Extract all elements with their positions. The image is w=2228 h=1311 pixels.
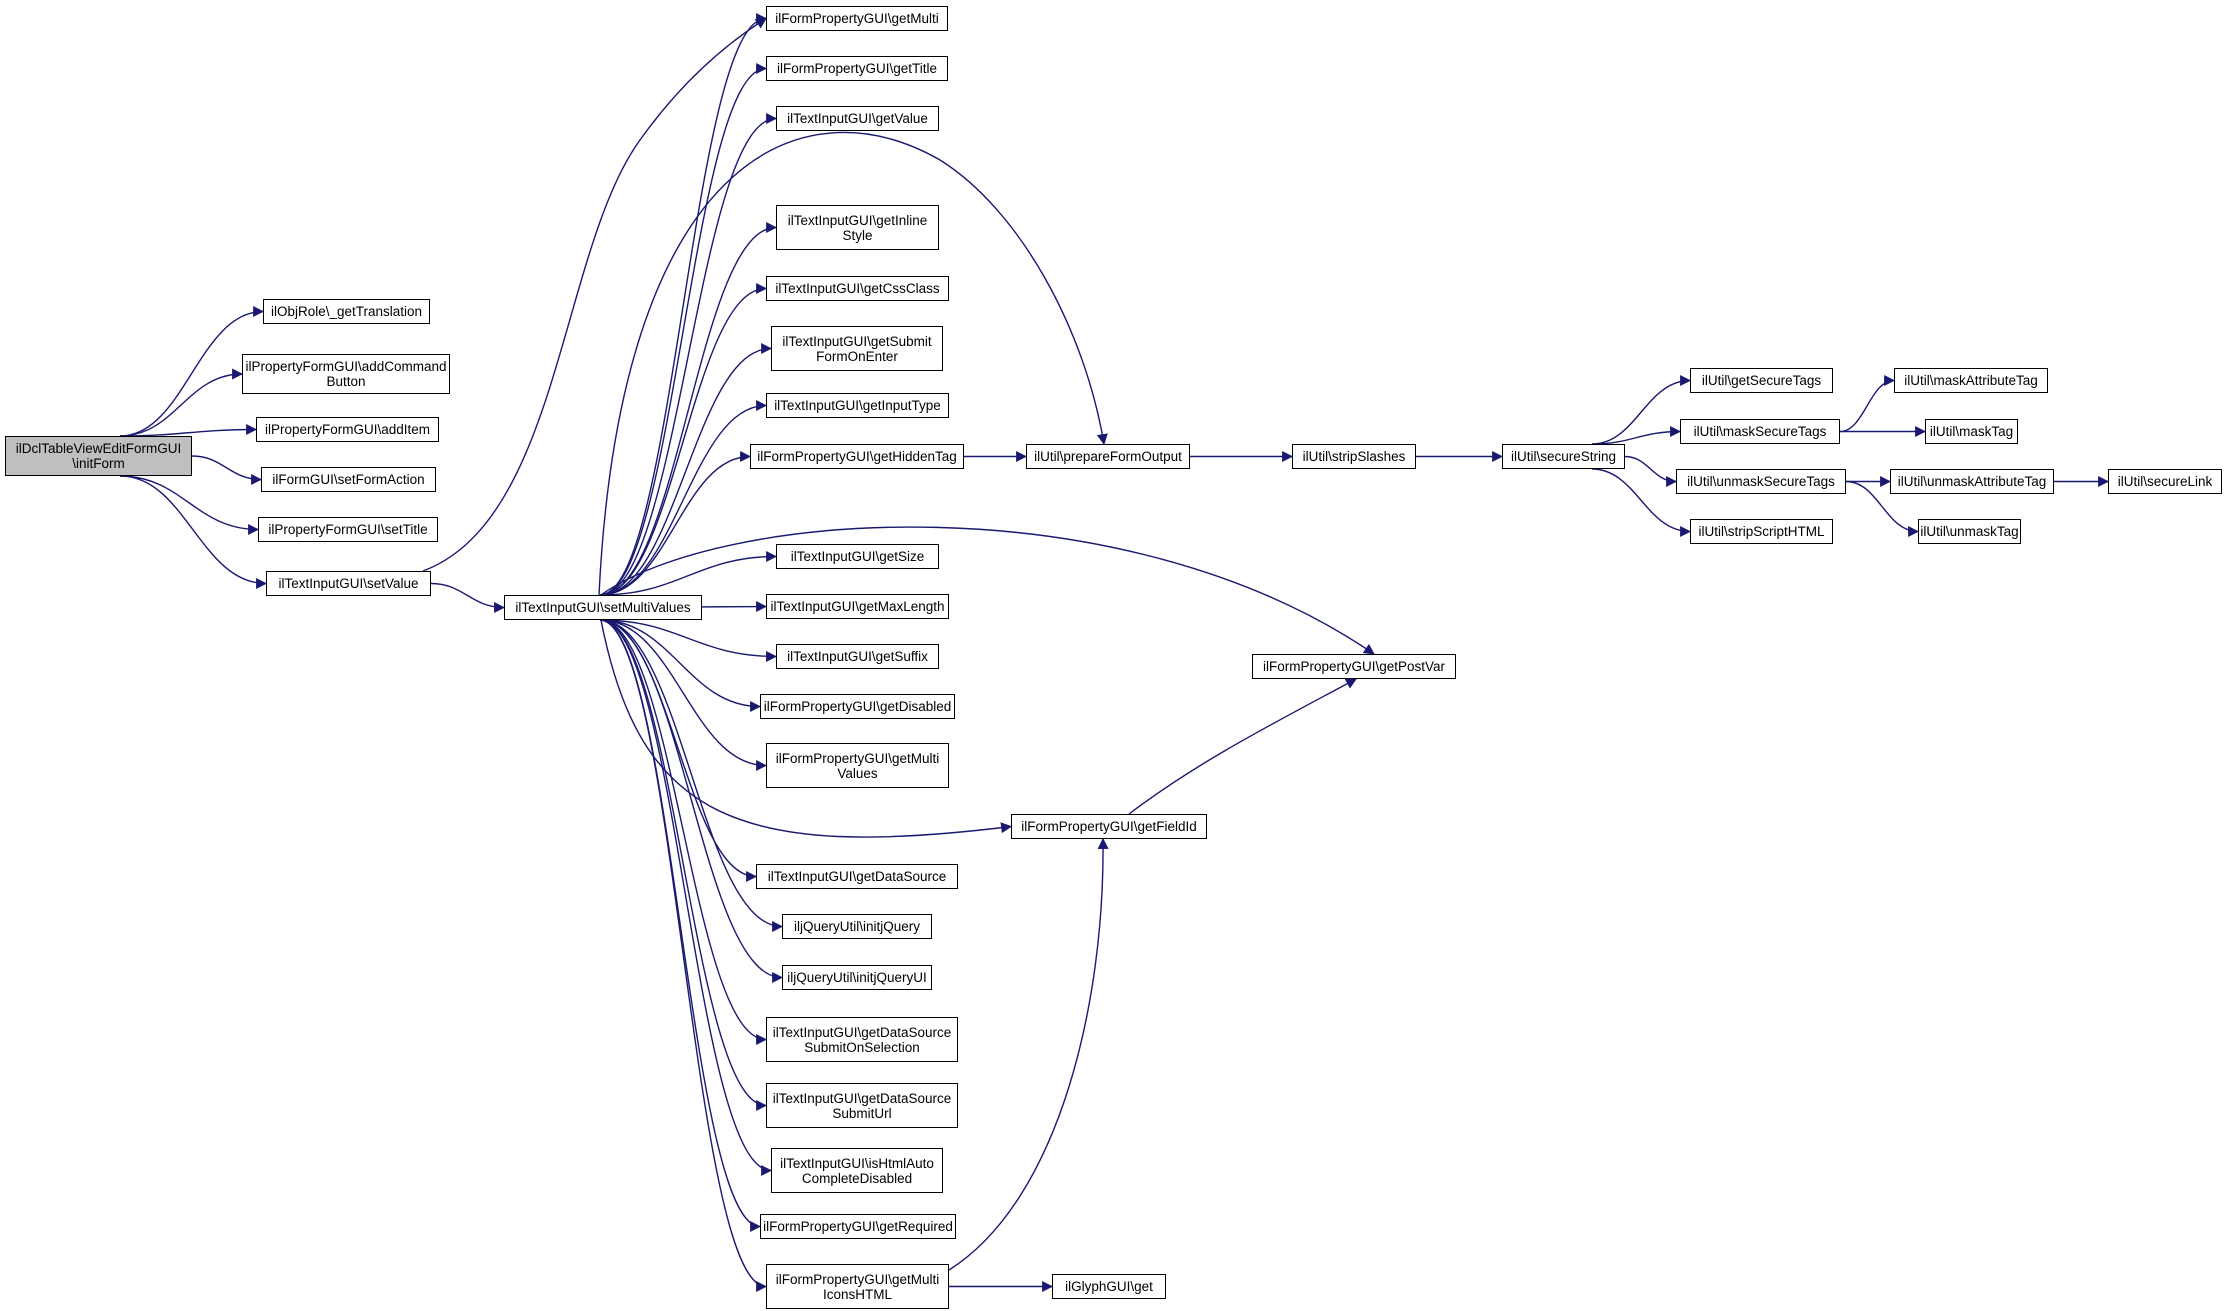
node-get-inline-style[interactable]: ilTextInputGUI\getInline Style [776, 205, 939, 250]
node-set-title[interactable]: ilPropertyFormGUI\setTitle [258, 517, 438, 542]
edge-root-to-setValue [119, 475, 268, 589]
edge-setMultiValues-to-getTitle [599, 63, 768, 596]
node-secure-link[interactable]: ilUtil\secureLink [2108, 469, 2222, 494]
edge-setMultiValues-to-initjQuery [599, 619, 784, 932]
node-add-command-button[interactable]: ilPropertyFormGUI\addCommand Button [242, 354, 450, 394]
node-unmask-tag[interactable]: ilUtil\unmaskTag [1918, 519, 2021, 544]
edge-getMultiIconsHTML-to-getFieldId [948, 837, 1109, 1271]
edge-setValue-to-setMultiValues [430, 582, 506, 613]
node-get-max-length[interactable]: ilTextInputGUI\getMaxLength [766, 594, 949, 619]
edge-root-to-setTitle [119, 475, 260, 535]
node-get-multi[interactable]: ilFormPropertyGUI\getMulti [766, 6, 948, 31]
edge-unmaskSecureTags-to-unmaskTag [1845, 480, 1920, 537]
edge-setMultiValues-to-isHtmlAutoCompleteDisabled [599, 619, 773, 1176]
edge-setMultiValues-to-getFieldId [600, 619, 1013, 838]
node-is-html-auto-complete-disabled[interactable]: ilTextInputGUI\isHtmlAuto CompleteDisabl… [771, 1148, 943, 1193]
edge-secureString-to-maskSecureTags [1591, 426, 1682, 445]
edge-setMultiValues-to-getDataSourceSubmitOnSelection [599, 619, 768, 1045]
edge-setValue-to-getMulti [422, 17, 767, 572]
node-mask-secure-tags[interactable]: ilUtil\maskSecureTags [1680, 419, 1840, 444]
edge-setMultiValues-to-getHiddenTag [599, 451, 752, 596]
node-glyph-get[interactable]: ilGlyphGUI\get [1052, 1274, 1166, 1299]
node-initj-query[interactable]: iljQueryUtil\initjQuery [782, 914, 932, 939]
edge-setMultiValues-to-getPostVar [600, 526, 1375, 655]
node-get-field-id[interactable]: ilFormPropertyGUI\getFieldId [1011, 814, 1207, 839]
node-get-input-type[interactable]: ilTextInputGUI\getInputType [766, 393, 949, 418]
edge-setMultiValues-to-prepareFormOutput [598, 131, 1108, 596]
edge-root-to-setFormAction [191, 455, 263, 485]
node-get-submit-form-on-enter[interactable]: ilTextInputGUI\getSubmit FormOnEnter [771, 326, 943, 371]
edge-secureString-to-getSecureTags [1591, 375, 1692, 445]
edge-setMultiValues-to-getRequired [599, 619, 762, 1232]
node-add-item[interactable]: ilPropertyFormGUI\addItem [256, 417, 439, 442]
edge-getFieldId-to-getPostVar [1128, 678, 1357, 815]
node-unmask-secure-tags[interactable]: ilUtil\unmaskSecureTags [1676, 469, 1846, 494]
node-get-multi-values[interactable]: ilFormPropertyGUI\getMulti Values [766, 743, 949, 788]
node-get-disabled[interactable]: ilFormPropertyGUI\getDisabled [760, 694, 955, 719]
edge-setMultiValues-to-getMultiValues [599, 619, 768, 771]
edge-root-to-addCommandButton [119, 368, 244, 437]
node-mask-tag[interactable]: ilUtil\maskTag [1925, 419, 2018, 444]
node-get-required[interactable]: ilFormPropertyGUI\getRequired [760, 1214, 956, 1239]
node-get-multi-icons-h-t-m-l[interactable]: ilFormPropertyGUI\getMulti IconsHTML [766, 1264, 949, 1309]
edge-setMultiValues-to-getDisabled [599, 619, 762, 712]
edge-setMultiValues-to-getMultiIconsHTML [599, 619, 768, 1292]
node-get-data-source-submit-url[interactable]: ilTextInputGUI\getDataSource SubmitUrl [766, 1083, 958, 1128]
node-get-data-source[interactable]: ilTextInputGUI\getDataSource [756, 864, 958, 889]
edge-setMultiValues-to-getInputType [599, 400, 768, 596]
node-get-translation[interactable]: ilObjRole\_getTranslation [263, 299, 430, 324]
edge-setMultiValues-to-getSubmitFormOnEnter [599, 343, 773, 596]
node-initj-query-u-i[interactable]: iljQueryUtil\initjQueryUI [782, 965, 932, 990]
edge-secureString-to-unmaskSecureTags [1624, 455, 1678, 487]
node-prepare-form-output[interactable]: ilUtil\prepareFormOutput [1026, 444, 1190, 469]
node-root[interactable]: ilDclTableViewEditFormGUI \initForm [5, 436, 192, 476]
node-strip-slashes[interactable]: ilUtil\stripSlashes [1292, 444, 1416, 469]
edge-root-to-addItem [119, 424, 258, 437]
node-get-secure-tags[interactable]: ilUtil\getSecureTags [1690, 368, 1833, 393]
edge-root-to-getTranslation [119, 306, 265, 437]
edge-setMultiValues-to-getValue [599, 113, 778, 596]
node-set-multi-values[interactable]: ilTextInputGUI\setMultiValues [504, 595, 702, 620]
node-unmask-attribute-tag[interactable]: ilUtil\unmaskAttributeTag [1890, 469, 2054, 494]
node-get-title[interactable]: ilFormPropertyGUI\getTitle [766, 56, 948, 81]
node-get-size[interactable]: ilTextInputGUI\getSize [776, 544, 939, 569]
node-get-value[interactable]: ilTextInputGUI\getValue [776, 106, 939, 131]
node-get-post-var[interactable]: ilFormPropertyGUI\getPostVar [1252, 654, 1456, 679]
node-set-value[interactable]: ilTextInputGUI\setValue [266, 571, 431, 596]
edge-maskSecureTags-to-maskAttributeTag [1839, 375, 1896, 433]
edge-setMultiValues-to-getInlineStyle [599, 222, 778, 596]
edge-setMultiValues-to-initjQueryUI [599, 619, 784, 983]
node-strip-script-h-t-m-l[interactable]: ilUtil\stripScriptHTML [1690, 519, 1833, 544]
edge-setMultiValues-to-getSize [599, 551, 778, 596]
node-mask-attribute-tag[interactable]: ilUtil\maskAttributeTag [1894, 368, 2048, 393]
node-get-suffix[interactable]: ilTextInputGUI\getSuffix [776, 644, 939, 669]
edge-setMultiValues-to-getSuffix [599, 619, 778, 662]
edge-setMultiValues-to-getDataSourceSubmitUrl [599, 619, 768, 1111]
edge-secureString-to-stripScriptHTML [1591, 468, 1692, 537]
node-get-hidden-tag[interactable]: ilFormPropertyGUI\getHiddenTag [750, 444, 964, 469]
node-secure-string[interactable]: ilUtil\secureString [1502, 444, 1625, 469]
node-set-form-action[interactable]: ilFormGUI\setFormAction [261, 467, 436, 492]
node-get-css-class[interactable]: ilTextInputGUI\getCssClass [766, 276, 949, 301]
edge-setMultiValues-to-getMulti [599, 13, 768, 596]
node-get-data-source-submit-on-selection[interactable]: ilTextInputGUI\getDataSource SubmitOnSel… [766, 1017, 958, 1062]
